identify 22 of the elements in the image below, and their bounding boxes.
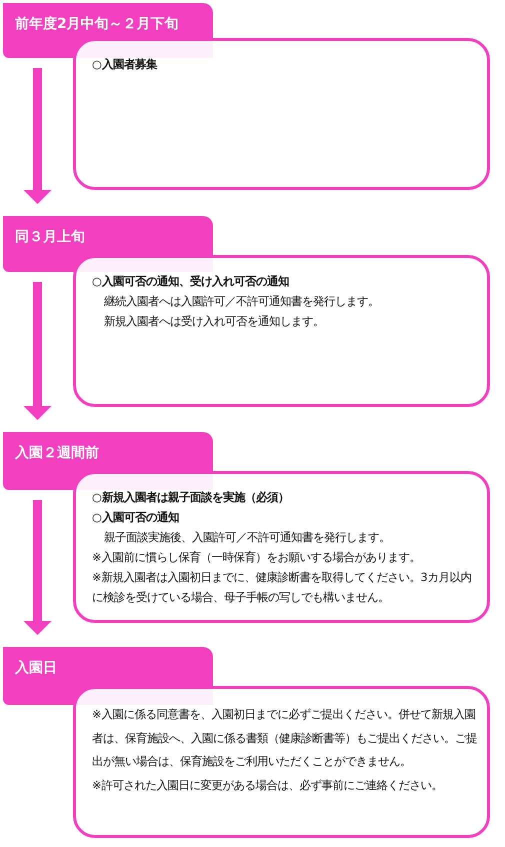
- item-heading: ○新規入園者は親子面談を実施（必須）: [92, 490, 290, 506]
- down-arrow: [24, 282, 52, 420]
- content-panel: [73, 686, 490, 838]
- item-text: 継続入園者へは入園許可／不許可通知書を発行します。: [103, 294, 380, 310]
- content-panel: [73, 38, 490, 190]
- stage-title: 入園２週間前: [15, 444, 99, 462]
- content-panel: [73, 471, 490, 623]
- stage-title: 同３月上旬: [15, 228, 85, 246]
- item-text: 親子面談実施後、入園許可／不許可通知書を発行します。: [103, 530, 391, 546]
- note-text: ※許可された入園日に変更がある場合は、必ず事前にご連絡ください。: [92, 778, 444, 794]
- item-heading: ○入園可否の通知: [92, 510, 180, 526]
- item-text: 新規入園者へは受け入れ可否を通知します。: [103, 314, 325, 330]
- stage-title: 前年度2月中旬～２月下旬: [15, 15, 179, 33]
- stage-title: 入園日: [15, 659, 57, 677]
- note-text: ※入園前に慣らし保育（一時保育）をお願いする場合があります。: [92, 550, 422, 566]
- note-text: ※入園に係る同意書を、入園初日までに必ずご提出ください。併せて新規入園者は、保育施設へ、入園に係る書類（健康診断書等）もご提出ください。ご提出が無い場合は、保育施設をご利用いただくことができません。: [92, 707, 478, 770]
- item-heading: ○入園者募集: [92, 57, 158, 73]
- content-panel: [73, 255, 490, 407]
- note-text: ※新規入園者は入園初日までに、健康診断書を取得してください。3カ月以内に検診を受けている場合、母子手帳の写しでも構いません。: [92, 570, 473, 606]
- down-arrow: [24, 500, 52, 635]
- down-arrow: [24, 68, 52, 204]
- item-heading: ○入園可否の通知、受け入れ可否の通知: [92, 274, 290, 290]
